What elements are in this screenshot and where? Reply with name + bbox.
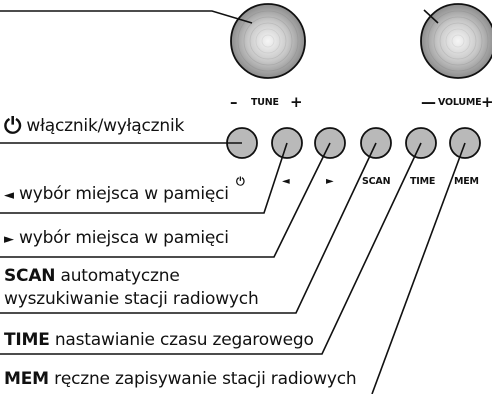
scan-label-text: automatyczne bbox=[55, 266, 180, 286]
power-label-text: włącznik/wyłącznik bbox=[26, 116, 185, 136]
scan-leader bbox=[0, 142, 377, 314]
time-label: TIME nastawianie czasu zegarowego bbox=[4, 330, 314, 350]
tune-label: TUNE bbox=[251, 97, 279, 108]
tune-knob[interactable] bbox=[230, 3, 306, 79]
next-caption-icon: ► bbox=[326, 176, 334, 187]
tune-knob-leader bbox=[0, 10, 253, 24]
mem-leader bbox=[371, 142, 466, 394]
scan-label-line2: wyszukiwanie stacji radiowych bbox=[4, 289, 259, 309]
power-icon: ⏻ bbox=[4, 114, 22, 139]
volume-label: VOLUME bbox=[438, 97, 482, 108]
prev-leader bbox=[0, 142, 288, 214]
scan-key: SCAN bbox=[4, 266, 56, 286]
prev-caption-icon: ◄ bbox=[282, 176, 290, 187]
mem-label-text: ręczne zapisywanie stacji radiowych bbox=[48, 369, 357, 389]
next-label: ► wybór miejsca w pamięci bbox=[4, 228, 229, 250]
volume-knob[interactable] bbox=[420, 3, 492, 79]
tune-plus: + bbox=[290, 93, 303, 111]
time-leader bbox=[0, 142, 422, 355]
prev-label-text: wybór miejsca w pamięci bbox=[19, 184, 229, 204]
scan-caption: SCAN bbox=[362, 176, 391, 187]
tune-minus: – bbox=[230, 93, 238, 111]
next-arrow-icon: ► bbox=[4, 232, 14, 247]
time-caption: TIME bbox=[410, 176, 436, 187]
prev-label: ◄ wybór miejsca w pamięci bbox=[4, 184, 229, 206]
prev-arrow-icon: ◄ bbox=[4, 188, 14, 203]
time-label-text: nastawianie czasu zegarowego bbox=[49, 330, 314, 350]
next-label-text: wybór miejsca w pamięci bbox=[19, 228, 229, 248]
mem-key: MEM bbox=[4, 369, 49, 389]
time-key: TIME bbox=[4, 330, 50, 350]
power-label: ⏻ włącznik/wyłącznik bbox=[4, 114, 185, 139]
power-caption-icon: ⏻ bbox=[236, 175, 245, 188]
volume-plus: + bbox=[481, 93, 492, 111]
mem-label: MEM ręczne zapisywanie stacji radiowych bbox=[4, 369, 357, 389]
volume-knob-leader bbox=[423, 9, 439, 24]
volume-minus: — bbox=[421, 93, 436, 111]
mem-caption: MEM bbox=[454, 176, 479, 187]
scan-label: SCAN automatyczne bbox=[4, 266, 180, 286]
next-leader bbox=[0, 142, 331, 258]
